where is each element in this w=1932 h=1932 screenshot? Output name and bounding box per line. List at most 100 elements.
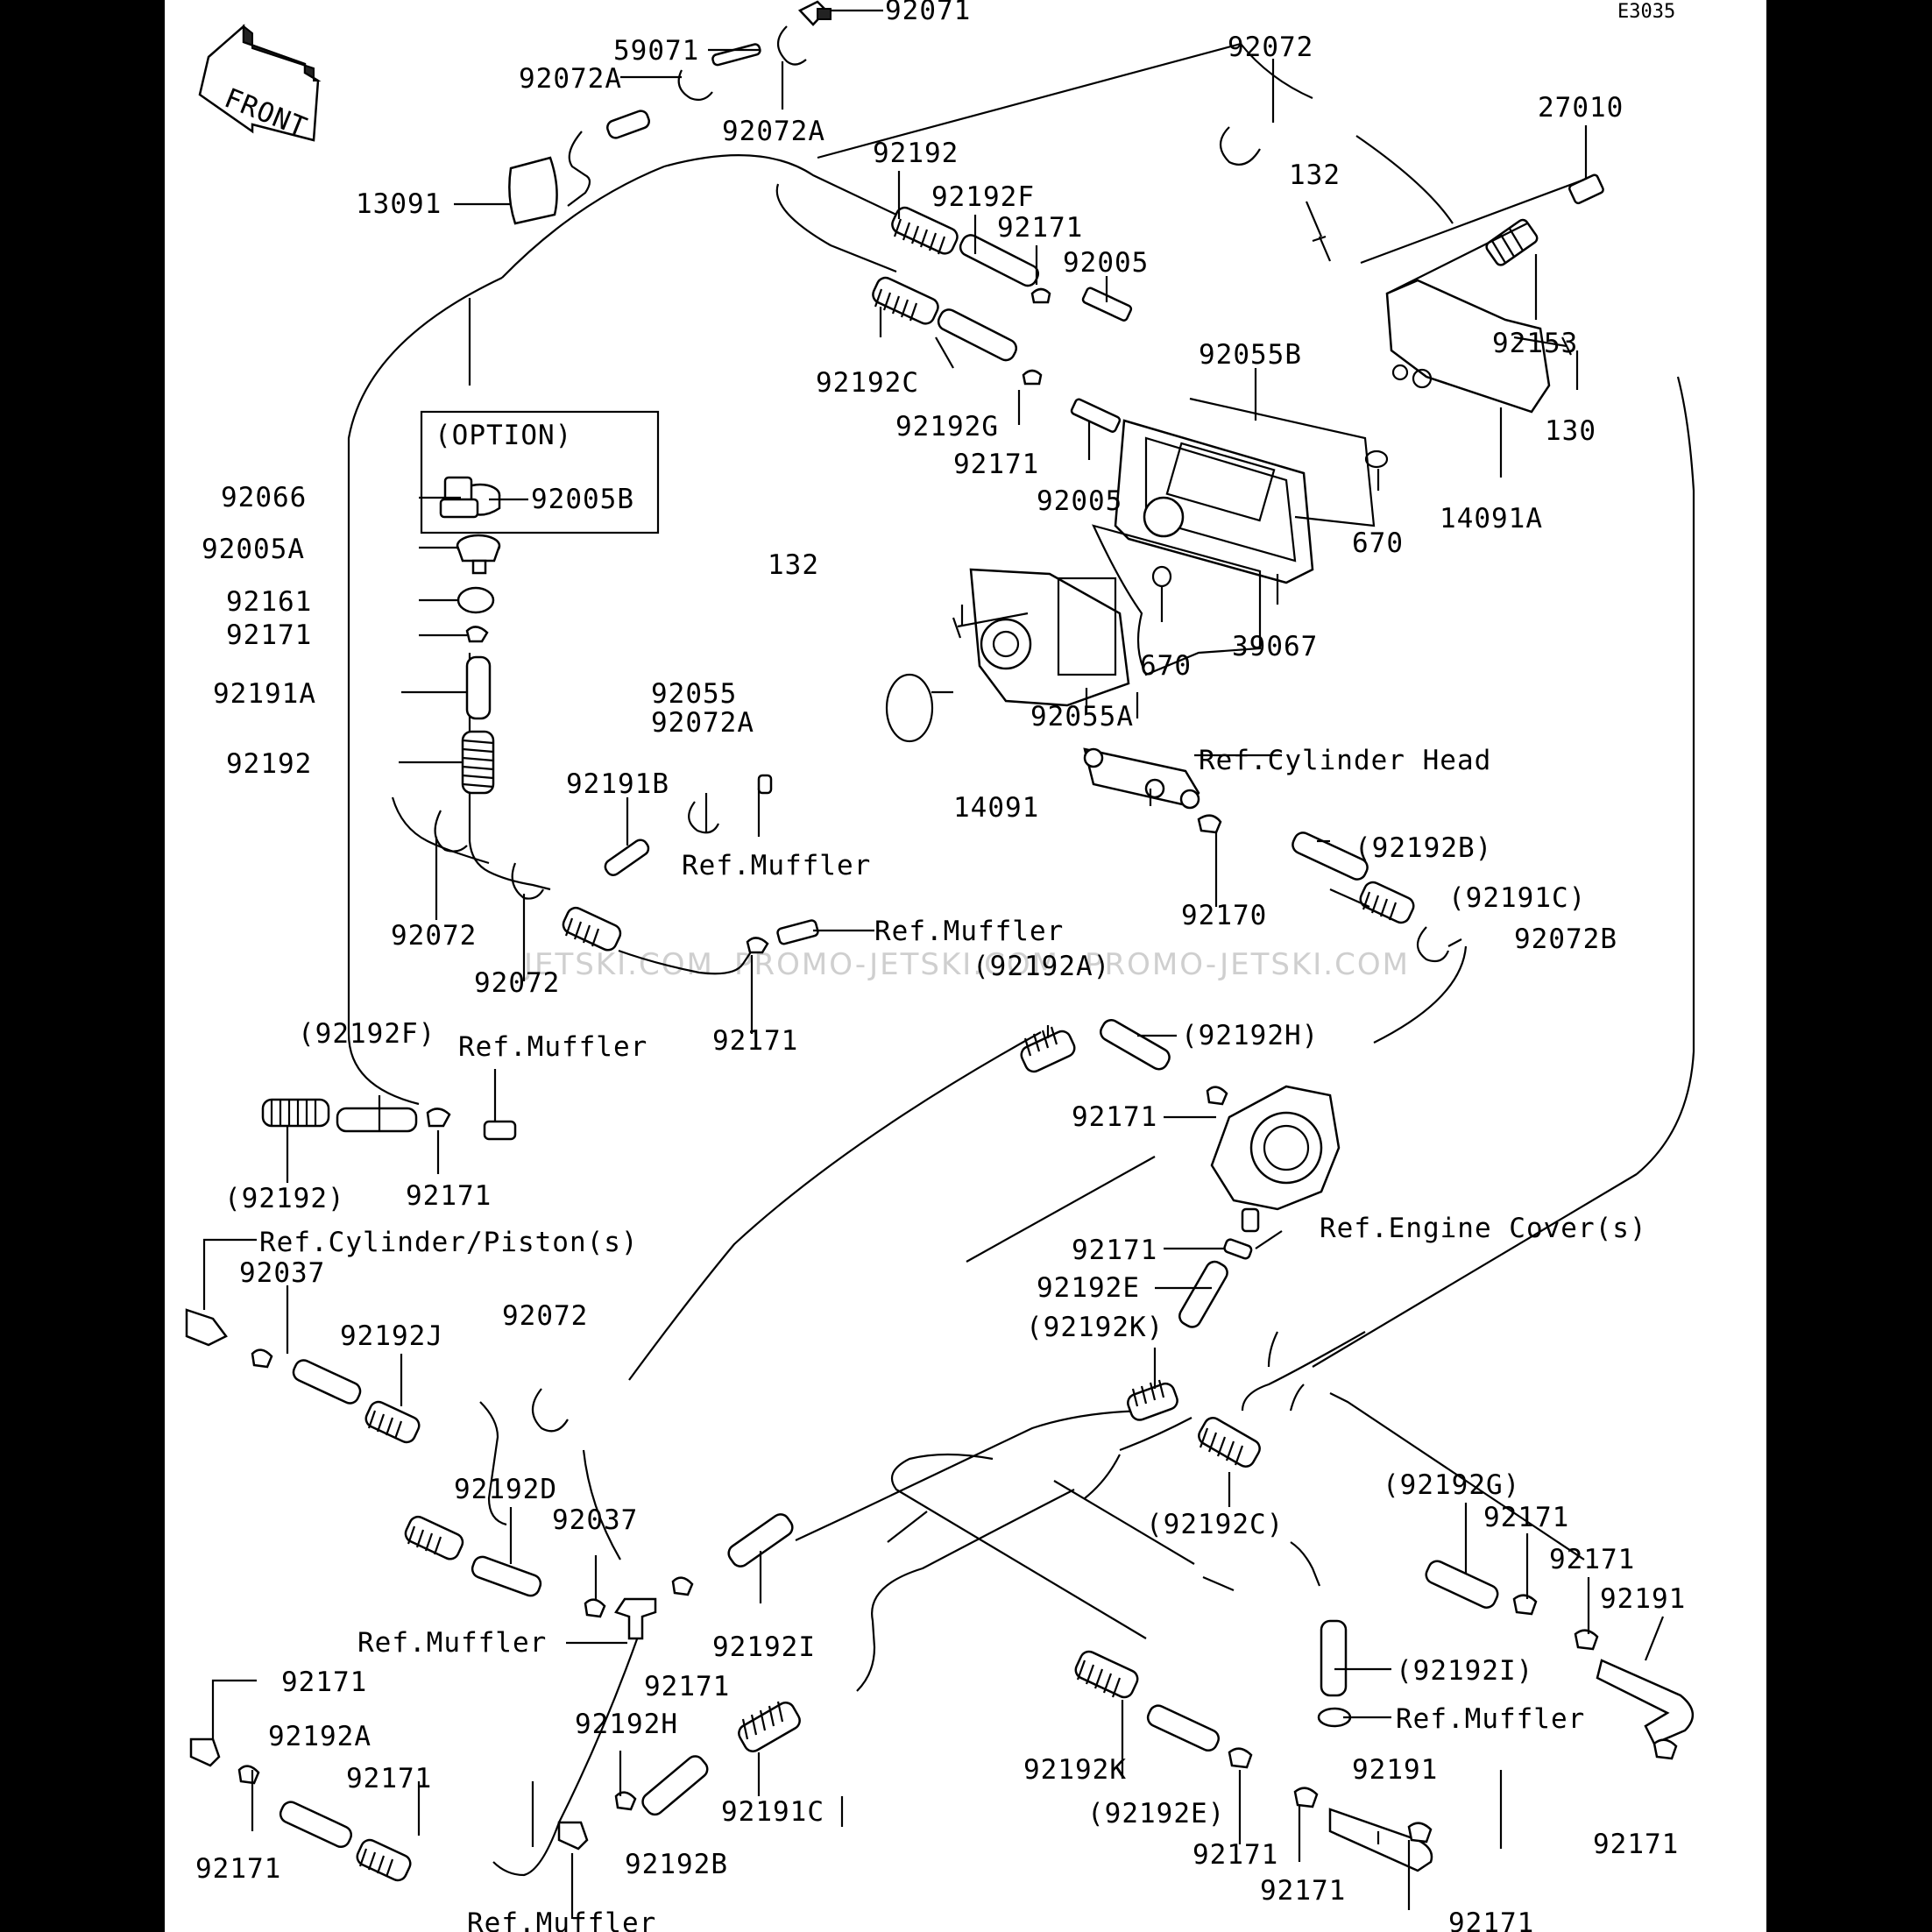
part-132-bolt-b[interactable] [952, 612, 1029, 639]
part-92191C-spring[interactable] [736, 1700, 803, 1755]
part-132-bolt-a[interactable] [1312, 235, 1332, 262]
part-92171-clamp-j[interactable] [671, 1576, 694, 1596]
part-92072A-clip[interactable] [677, 69, 713, 101]
part-92171-clamp-s[interactable] [1407, 1822, 1433, 1844]
part-92161-plug[interactable] [456, 586, 495, 614]
part-92171-clamp-o[interactable] [1652, 1738, 1678, 1760]
part-92037-elbow-left[interactable] [185, 1308, 228, 1347]
leader-lines [202, 9, 1665, 1919]
parts-diagram: E3035 FRONT JETSKI.COM PROMO-JETSKI.COM … [185, 0, 1695, 1932]
part-92192G-tube-bottom[interactable] [1423, 1558, 1500, 1610]
part-92072-clip-lower[interactable] [531, 1388, 569, 1433]
part-59071[interactable] [711, 43, 761, 67]
part-92171-clamp-r[interactable] [1293, 1787, 1319, 1808]
part-92055B-gasket[interactable] [1189, 397, 1376, 527]
part-label: 92171 [1192, 1839, 1278, 1871]
part-label: 92072B [1514, 924, 1617, 955]
part-92005-fitting-a[interactable] [1081, 287, 1133, 322]
part-92192I-tube[interactable] [725, 1511, 796, 1569]
part-92005-fitting-b[interactable] [1070, 398, 1122, 433]
part-92191C-spring-ref[interactable] [1357, 880, 1416, 926]
part-92192K-spring[interactable] [1073, 1649, 1141, 1701]
part-92192E-tube-ref[interactable] [1177, 1258, 1231, 1330]
part-ref-muffler-elbow-bl[interactable] [189, 1737, 221, 1767]
part-13091[interactable] [508, 156, 558, 225]
part-92071[interactable] [797, 0, 832, 26]
part-label: 92005 [1037, 485, 1122, 517]
part-92171-clamp-q[interactable] [1228, 1747, 1253, 1769]
part-14091-cover[interactable] [969, 568, 1130, 707]
part-ref-muffler-plug-b[interactable] [483, 1120, 517, 1141]
part-label: 92072 [502, 1300, 588, 1332]
part-92072-clip-top[interactable] [1219, 126, 1261, 166]
part-92192-spring[interactable] [889, 205, 960, 257]
part-92171-clamp-a[interactable] [1030, 287, 1051, 304]
part-ref-muffler-elbow-bottom[interactable] [557, 1821, 589, 1851]
part-circlip-top[interactable] [776, 25, 807, 66]
part-92171-clamp-c[interactable] [465, 626, 489, 643]
part-92171-clamp-k[interactable] [237, 1765, 260, 1785]
part-92192D-spring[interactable] [403, 1514, 466, 1562]
part-92170-clamp[interactable] [1197, 814, 1222, 834]
part-92171-clamp-f[interactable] [1206, 1086, 1228, 1106]
part-92072B-clip[interactable] [1416, 926, 1450, 963]
part-label: (92191C) [1448, 882, 1586, 914]
part-92072A-clip-mid[interactable] [688, 801, 719, 834]
part-92005A-fitting[interactable] [456, 534, 501, 575]
part-92192K-spring-ref[interactable] [1125, 1379, 1179, 1422]
part-label: 92171 [1072, 1235, 1157, 1266]
part-92192C-spring[interactable] [870, 275, 941, 327]
part-92072-clip-left-a[interactable] [434, 810, 468, 853]
part-92153-fitting[interactable] [1484, 218, 1539, 267]
part-670-oring-a[interactable] [1364, 449, 1389, 469]
part-92171-clamp-m[interactable] [1512, 1594, 1538, 1616]
part-label: 92071 [885, 0, 971, 26]
part-ref-muffler-plug[interactable] [757, 774, 773, 795]
part-92192-spring-bottom[interactable] [261, 1098, 330, 1128]
part-14091A-cover[interactable] [1385, 279, 1551, 414]
part-92055-oring[interactable] [885, 673, 934, 743]
part-92191-elbow-right[interactable] [1596, 1659, 1694, 1745]
part-39067-housing[interactable] [1114, 419, 1314, 584]
part-cylinder-head-fitting[interactable] [1083, 747, 1200, 810]
part-92171-clamp-i[interactable] [584, 1598, 606, 1618]
part-label: 92192H [575, 1709, 678, 1740]
part-92192I-tube-right[interactable] [1320, 1619, 1348, 1697]
part-92171-clamp-l[interactable] [614, 1791, 637, 1811]
part-engine-cover-pump[interactable] [1210, 1085, 1341, 1233]
part-92192D-tube[interactable] [470, 1554, 542, 1598]
part-92192B-tube-ref[interactable] [1290, 830, 1370, 882]
part-tube-92192J-left[interactable] [291, 1357, 364, 1406]
part-92171-clamp-n[interactable] [1574, 1629, 1599, 1651]
part-label: 92171 [644, 1671, 730, 1702]
part-92171-clamp-d[interactable] [746, 937, 769, 954]
part-92192C-spring-bottom[interactable] [1196, 1415, 1263, 1470]
part-92037-tee[interactable] [614, 1597, 657, 1640]
part-92191A-tube[interactable] [465, 655, 492, 720]
part-label: 92191B [566, 768, 669, 800]
part-pipe-small[interactable] [605, 109, 651, 139]
part-92171-clamp-e[interactable] [426, 1108, 451, 1128]
part-92192J-spring[interactable] [363, 1399, 421, 1446]
part-92171-clamp-b[interactable] [1022, 369, 1043, 386]
part-92192A-spring-ref[interactable] [1018, 1026, 1077, 1074]
part-670-oring-b[interactable] [1151, 565, 1172, 588]
part-spring-mid-left[interactable] [561, 905, 624, 953]
part-92055A-gasket[interactable] [1092, 524, 1262, 676]
part-92192F-tube-bottom[interactable] [336, 1107, 418, 1133]
part-92192A-spring[interactable] [354, 1837, 413, 1884]
part-label: 92170 [1181, 900, 1267, 931]
part-130-bolt[interactable] [1513, 336, 1572, 356]
part-92192G-tube[interactable] [936, 307, 1020, 364]
part-92192H-tube-ref[interactable] [1098, 1017, 1173, 1072]
part-ref-muffler-fitting[interactable] [776, 919, 819, 945]
part-92192-spring-left[interactable] [461, 730, 495, 795]
part-label: Ref.Engine Cover(s) [1320, 1213, 1647, 1244]
part-92192B-tube[interactable] [639, 1752, 711, 1818]
part-92191B-tube[interactable] [603, 838, 651, 878]
part-92192E-tube[interactable] [1145, 1702, 1221, 1753]
part-92171-clamp-h[interactable] [251, 1348, 273, 1369]
part-label: (92192I) [1396, 1655, 1533, 1687]
part-92192H-tube[interactable] [278, 1799, 354, 1850]
part-92171-clamp-g[interactable] [1223, 1238, 1253, 1260]
